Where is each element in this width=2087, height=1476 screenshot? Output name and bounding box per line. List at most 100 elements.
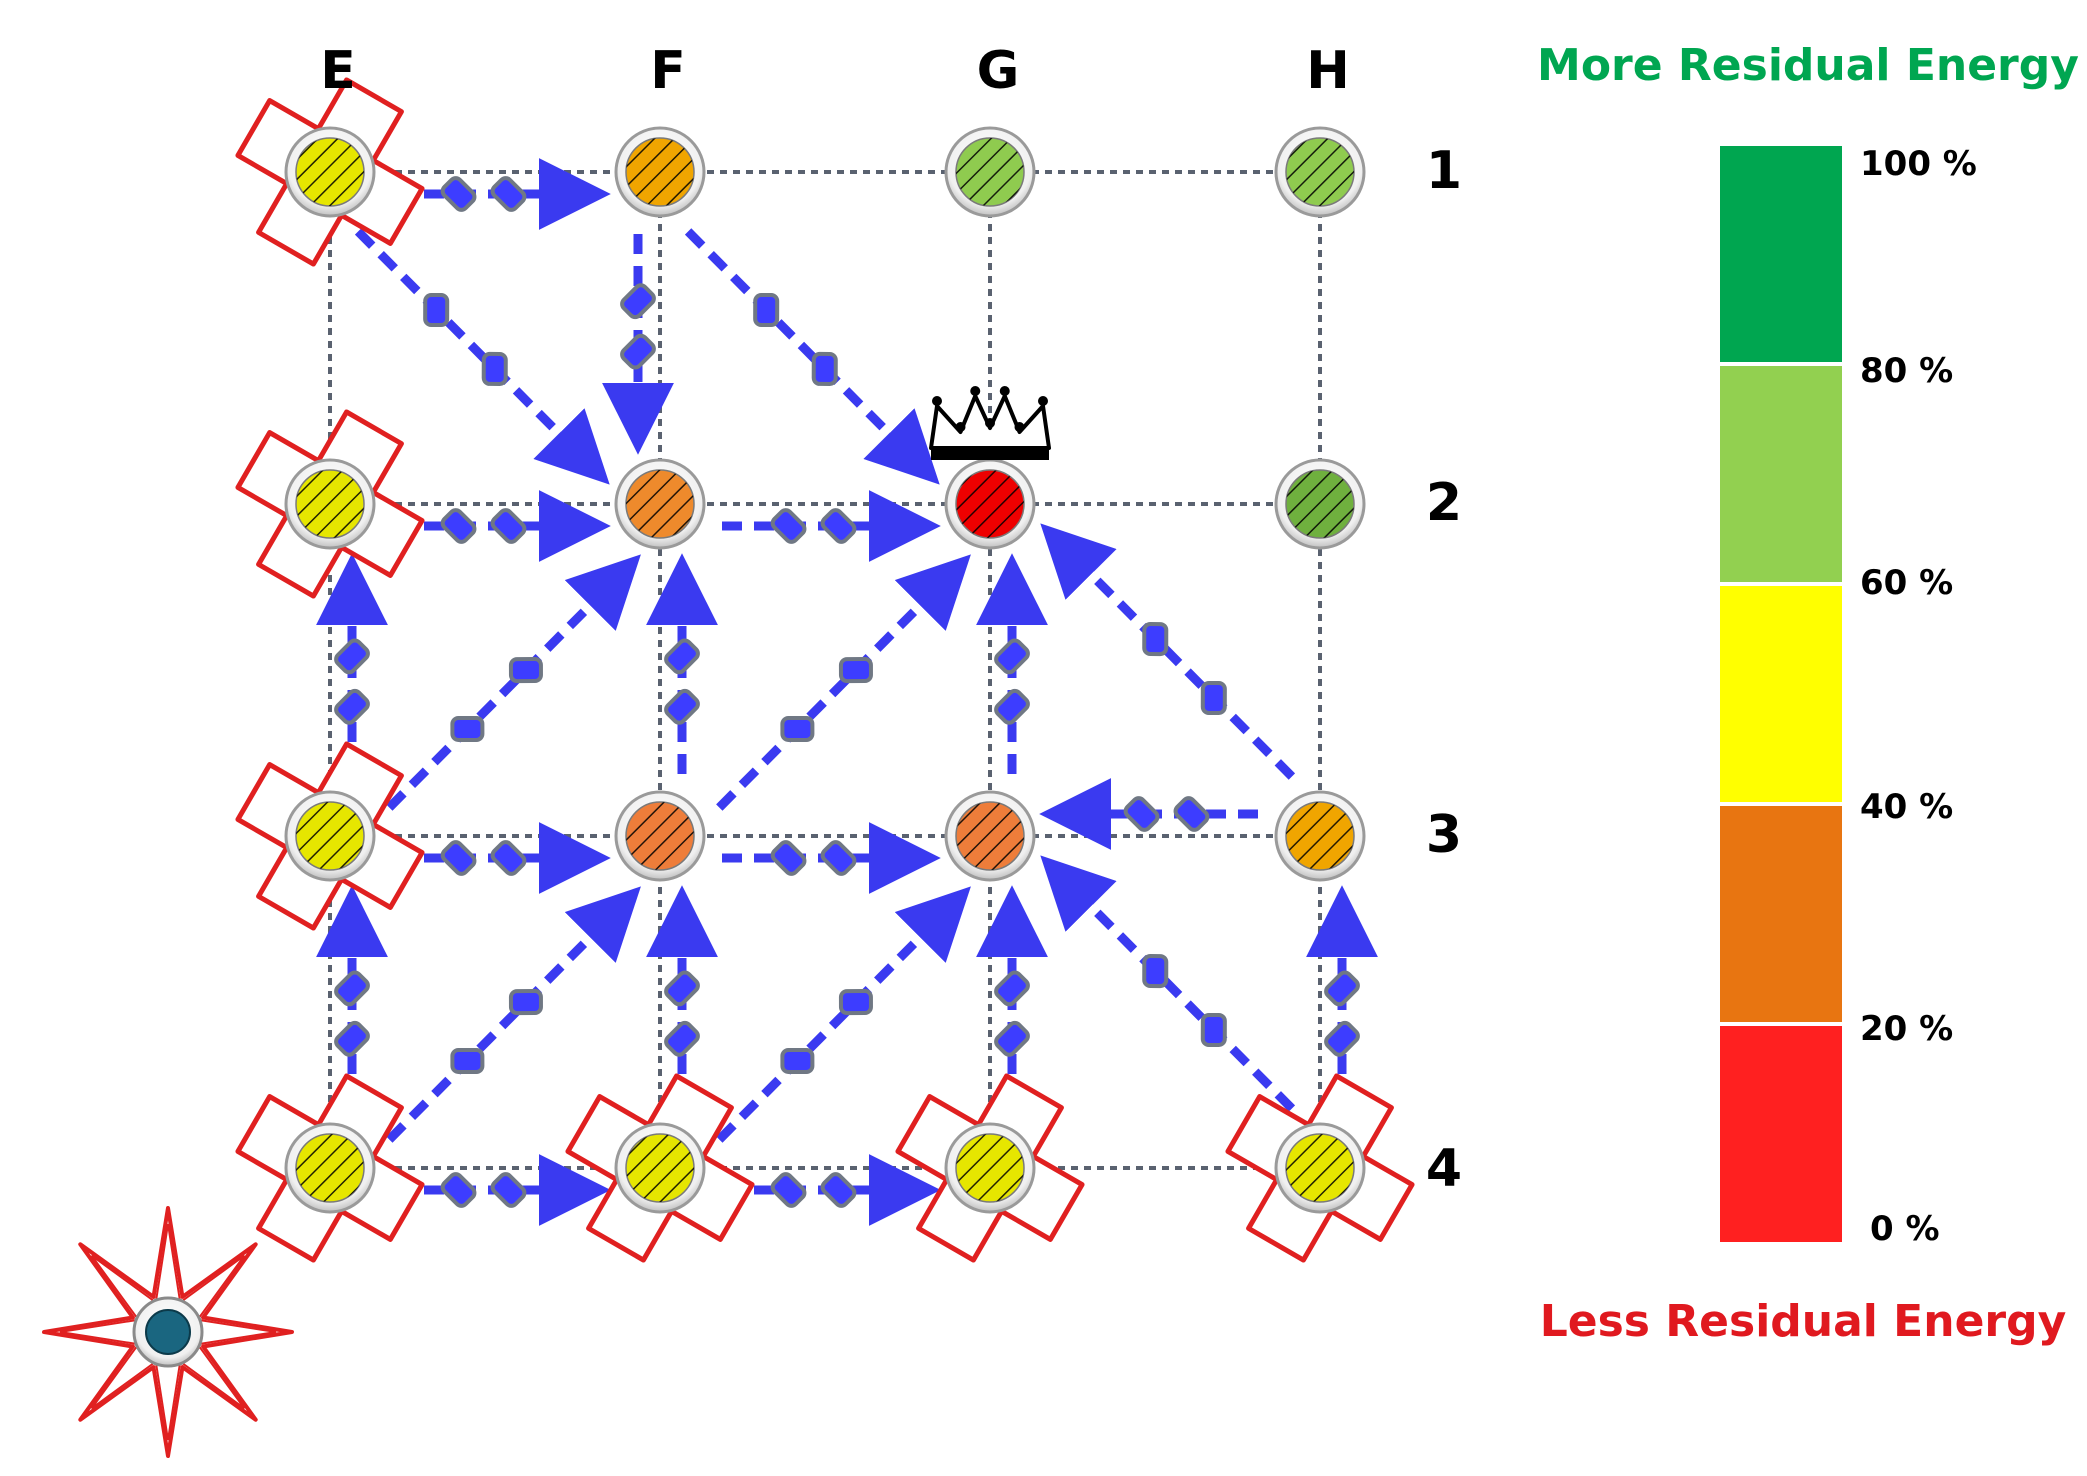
flow-f4-to-g3	[716, 886, 971, 1143]
legend-top-label: More Residual Energy	[1537, 40, 2079, 91]
flow-h3-to-g2	[1040, 523, 1296, 780]
packet-icon	[620, 333, 656, 370]
packet-icon	[780, 1047, 815, 1075]
node-g3	[944, 790, 1036, 882]
flow-e1-to-f1	[392, 158, 611, 230]
flow-f2-to-g2	[722, 490, 941, 562]
flow-e4-to-e3	[316, 885, 388, 1106]
packet-icon	[664, 970, 700, 1007]
crown-jewel	[955, 422, 966, 432]
legend-band-80-100	[1720, 146, 1842, 362]
sink	[42, 1206, 294, 1458]
node-markers	[235, 77, 1415, 1263]
data-flow-arrows	[316, 158, 1378, 1226]
flow-e3-to-f2	[386, 554, 641, 811]
packet-icon	[1324, 1020, 1360, 1057]
node-e1	[284, 126, 376, 218]
packet-icon	[334, 638, 370, 675]
flow-line	[386, 554, 641, 811]
packet-icon	[994, 1020, 1030, 1057]
node-h1	[1274, 126, 1366, 218]
packet-icon	[440, 1172, 477, 1208]
flow-line	[386, 886, 641, 1143]
flow-f1-to-g2	[684, 228, 940, 485]
node-hatch	[296, 470, 364, 538]
flow-h4-to-g3	[1040, 855, 1296, 1112]
crown-jewel	[999, 386, 1010, 396]
node-hatch	[626, 470, 694, 538]
node-hatch	[1286, 470, 1354, 538]
packet-icon	[770, 508, 807, 544]
packet-icon	[481, 351, 508, 386]
flow-f3-to-f2	[646, 553, 718, 774]
packet-icon	[994, 970, 1030, 1007]
packet-icon	[490, 840, 527, 876]
legend-color-bar	[1720, 146, 1842, 1242]
grid-lines	[328, 170, 1322, 1170]
node-hatch	[296, 1134, 364, 1202]
legend-band-40-60	[1720, 586, 1842, 802]
packet-icon	[994, 688, 1030, 725]
node-hatch	[1286, 138, 1354, 206]
packet-icon	[450, 715, 485, 743]
node-hatch	[1286, 802, 1354, 870]
flow-f3-to-g3	[722, 822, 941, 894]
flow-e1-to-f2	[354, 228, 610, 485]
packet-icon	[820, 508, 857, 544]
flow-line	[1040, 855, 1296, 1112]
energy-legend: More Residual Energy 100 % 80 % 60 % 40 …	[1537, 40, 2079, 1347]
node-f3	[614, 790, 706, 882]
node-h4	[1274, 1122, 1366, 1214]
row-label-2: 2	[1426, 473, 1462, 533]
flow-f4-to-g4	[722, 1154, 941, 1226]
legend-bottom-label: Less Residual Energy	[1540, 1296, 2067, 1347]
packet-icon	[1123, 796, 1160, 832]
flow-line	[716, 554, 971, 811]
packet-icon	[334, 1020, 370, 1057]
crown-jewel	[1014, 422, 1025, 432]
legend-tick-20: 20 %	[1860, 1009, 1953, 1049]
node-hatch	[1286, 1134, 1354, 1202]
packet-icon	[770, 840, 807, 876]
node-hatch	[626, 1134, 694, 1202]
packet-icon	[334, 688, 370, 725]
crown-band	[931, 446, 1049, 460]
legend-band-0-20	[1720, 1026, 1842, 1242]
packet-icon	[1324, 970, 1360, 1007]
packet-icon	[1173, 796, 1210, 832]
flow-line	[354, 228, 610, 485]
crown-jewel	[970, 386, 981, 396]
node-h3	[1274, 790, 1366, 882]
node-hatch	[626, 802, 694, 870]
grid-labels: E F G H 1 2 3 4	[320, 41, 1462, 1199]
column-label-h: H	[1306, 41, 1350, 101]
flow-g3-to-g2	[976, 553, 1048, 774]
flow-e4-to-f4	[392, 1154, 611, 1226]
packet-icon	[508, 989, 543, 1016]
legend-tick-100: 100 %	[1860, 144, 1977, 184]
crown-icon	[929, 386, 1051, 460]
legend-tick-0: 0 %	[1870, 1209, 1940, 1249]
sink-node	[145, 1309, 191, 1355]
packet-icon	[820, 840, 857, 876]
row-label-3: 3	[1426, 805, 1462, 865]
legend-tick-labels: 100 % 80 % 60 % 40 % 20 % 0 %	[1860, 144, 1977, 1249]
packet-icon	[1200, 1012, 1227, 1047]
packet-icon	[1142, 622, 1169, 657]
legend-tick-60: 60 %	[1860, 563, 1953, 603]
packet-icon	[994, 638, 1030, 675]
row-label-1: 1	[1426, 141, 1462, 201]
flow-e3-to-f3	[392, 822, 611, 894]
crown-jewel	[985, 418, 995, 428]
packet-icon	[508, 657, 543, 684]
flow-f3-to-g2	[716, 554, 971, 811]
packet-icon	[811, 351, 838, 386]
legend-band-20-40	[1720, 806, 1842, 1022]
node-hatch	[626, 138, 694, 206]
flow-f1-to-f2	[602, 234, 674, 455]
node-f4	[614, 1122, 706, 1214]
legend-band-60-80	[1720, 366, 1842, 582]
packet-icon	[490, 508, 527, 544]
packet-icon	[620, 283, 656, 320]
